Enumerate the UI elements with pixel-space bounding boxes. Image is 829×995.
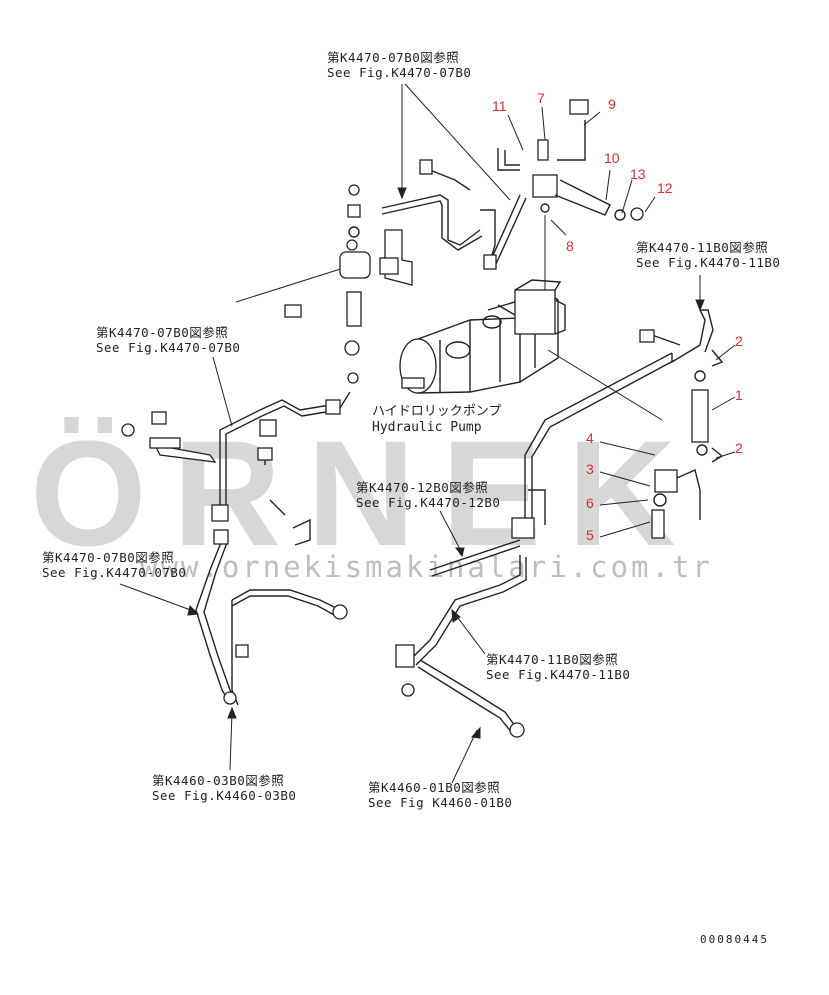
- document-number: 00080445: [700, 933, 769, 946]
- reference-label-k4460-03b0: 第K4460-03B0図参照 See Fig.K4460-03B0: [152, 773, 297, 803]
- callout-13: 13: [630, 166, 646, 182]
- callout-6: 6: [586, 495, 594, 511]
- reference-label-k4470-07b0-left: 第K4470-07B0図参照 See Fig.K4470-07B0: [96, 325, 241, 355]
- watermark-brand: ÖRNEK: [30, 409, 702, 577]
- hydraulic-pump-label: ハイドロリックポンプ Hydraulic Pump: [372, 404, 502, 435]
- callout-3: 3: [586, 461, 594, 477]
- upper-bracket: [497, 99, 644, 221]
- callout-2-upper: 2: [735, 333, 743, 349]
- right-pipes: [395, 309, 724, 738]
- callout-1: 1: [735, 387, 743, 403]
- callout-5: 5: [586, 527, 594, 543]
- callout-9: 9: [608, 96, 616, 112]
- reference-label-k4460-01b0: 第K4460-01B0図参照 See Fig K4460-01B0: [368, 780, 513, 810]
- reference-label-k4470-07b0-top: 第K4470-07B0図参照 See Fig.K4470-07B0: [327, 50, 472, 80]
- callout-7: 7: [537, 90, 545, 106]
- callout-11: 11: [492, 98, 507, 114]
- reference-label-k4470-11b0-lower: 第K4470-11B0図参照 See Fig.K4470-11B0: [486, 652, 631, 682]
- callout-8: 8: [566, 238, 574, 254]
- callout-10: 10: [604, 150, 620, 166]
- reference-label-k4470-12b0: 第K4470-12B0図参照 See Fig.K4470-12B0: [356, 480, 501, 510]
- callout-4: 4: [586, 430, 594, 446]
- callout-2-lower: 2: [735, 440, 743, 456]
- upper-hoses: [339, 159, 527, 384]
- watermark-url: www.ornekismakinalari.com.tr: [140, 550, 713, 584]
- leader-lines: [119, 83, 736, 784]
- left-pipes: [121, 304, 351, 706]
- callout-12: 12: [657, 180, 673, 196]
- reference-label-k4470-11b0-right: 第K4470-11B0図参照 See Fig.K4470-11B0: [636, 240, 781, 270]
- pump-ports: [514, 279, 566, 335]
- reference-label-k4470-07b0-lower: 第K4470-07B0図参照 See Fig.K4470-07B0: [42, 550, 187, 580]
